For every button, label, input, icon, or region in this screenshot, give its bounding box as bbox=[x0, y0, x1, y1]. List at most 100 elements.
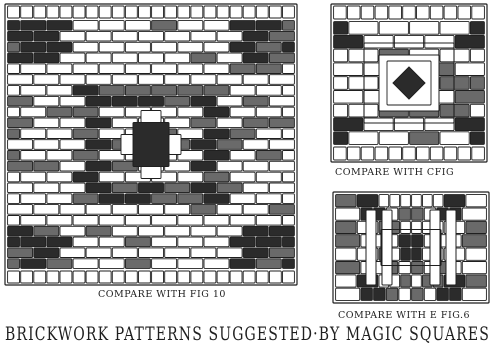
brick bbox=[440, 104, 469, 117]
brick bbox=[86, 205, 111, 215]
brick bbox=[336, 221, 357, 233]
brick bbox=[34, 161, 59, 171]
brick bbox=[349, 104, 378, 117]
brick bbox=[112, 248, 137, 258]
brick bbox=[243, 205, 268, 215]
brick bbox=[73, 64, 98, 74]
brick bbox=[47, 259, 72, 269]
small-brick-pattern-panel-bottom bbox=[333, 192, 489, 303]
brick bbox=[8, 183, 33, 193]
brick bbox=[21, 194, 46, 204]
header-brick bbox=[283, 271, 295, 283]
brick bbox=[73, 107, 98, 117]
header-brick bbox=[165, 271, 177, 283]
brick bbox=[152, 194, 177, 204]
brick bbox=[269, 248, 294, 258]
brick bbox=[256, 21, 281, 31]
brick bbox=[178, 237, 203, 247]
brick bbox=[178, 107, 203, 117]
brick bbox=[112, 226, 137, 236]
brick bbox=[139, 248, 164, 258]
brick bbox=[450, 288, 462, 300]
brick bbox=[8, 118, 33, 128]
brick bbox=[334, 77, 348, 90]
brick bbox=[336, 235, 360, 247]
brick bbox=[412, 288, 424, 300]
header-brick bbox=[243, 6, 255, 18]
brick bbox=[470, 77, 484, 90]
brick bbox=[399, 288, 411, 300]
brick bbox=[243, 53, 268, 63]
brick bbox=[21, 64, 46, 74]
header-brick bbox=[334, 6, 347, 19]
brick bbox=[60, 118, 85, 128]
brick bbox=[401, 248, 411, 260]
brick bbox=[73, 21, 98, 31]
brick bbox=[336, 288, 360, 300]
brick bbox=[230, 151, 255, 161]
brick bbox=[217, 53, 242, 63]
brick bbox=[47, 21, 72, 31]
brick bbox=[364, 118, 393, 131]
brick bbox=[73, 86, 98, 96]
brick bbox=[178, 216, 203, 226]
header-brick bbox=[458, 147, 471, 160]
brick bbox=[217, 75, 242, 85]
brick bbox=[165, 205, 190, 215]
brick bbox=[256, 172, 281, 182]
brick bbox=[283, 129, 295, 139]
brick bbox=[47, 237, 72, 247]
brick bbox=[374, 288, 386, 300]
brick bbox=[125, 194, 150, 204]
brick bbox=[8, 129, 20, 139]
brick bbox=[139, 96, 164, 106]
brick bbox=[178, 259, 203, 269]
brick bbox=[256, 151, 281, 161]
brick bbox=[8, 216, 20, 226]
brick bbox=[243, 31, 268, 41]
vertical-pillar bbox=[430, 210, 440, 285]
brick bbox=[178, 194, 203, 204]
brick bbox=[60, 96, 85, 106]
brick bbox=[86, 140, 111, 150]
brick bbox=[204, 259, 229, 269]
brick bbox=[99, 237, 124, 247]
brick bbox=[86, 161, 111, 171]
brick bbox=[60, 75, 85, 85]
brick bbox=[336, 248, 357, 260]
brick bbox=[8, 64, 20, 74]
brick bbox=[269, 226, 294, 236]
header-brick bbox=[472, 147, 485, 160]
brick bbox=[8, 237, 20, 247]
brick bbox=[334, 35, 363, 48]
brick bbox=[99, 259, 124, 269]
header-brick bbox=[165, 6, 177, 18]
brick bbox=[424, 288, 436, 300]
brick bbox=[470, 104, 484, 117]
brick bbox=[440, 22, 469, 35]
brick bbox=[230, 216, 255, 226]
brick bbox=[349, 132, 378, 145]
brick bbox=[73, 151, 98, 161]
brick bbox=[334, 104, 348, 117]
brick bbox=[230, 64, 255, 74]
brick bbox=[412, 275, 422, 287]
brick bbox=[243, 118, 268, 128]
brick bbox=[178, 86, 203, 96]
brick bbox=[8, 31, 33, 41]
brick bbox=[269, 53, 294, 63]
brick bbox=[217, 183, 242, 193]
header-brick bbox=[99, 271, 111, 283]
brick bbox=[191, 161, 216, 171]
header-brick bbox=[191, 6, 203, 18]
brick bbox=[99, 151, 124, 161]
page-title: BRICKWORK PATTERNS SUGGESTED·BY MAGIC SQ… bbox=[5, 324, 490, 345]
header-brick bbox=[389, 6, 402, 19]
brick bbox=[470, 22, 484, 35]
header-brick bbox=[112, 271, 124, 283]
center-white-brick bbox=[169, 135, 181, 155]
brick bbox=[243, 161, 268, 171]
brick bbox=[8, 140, 33, 150]
brick bbox=[412, 235, 424, 247]
